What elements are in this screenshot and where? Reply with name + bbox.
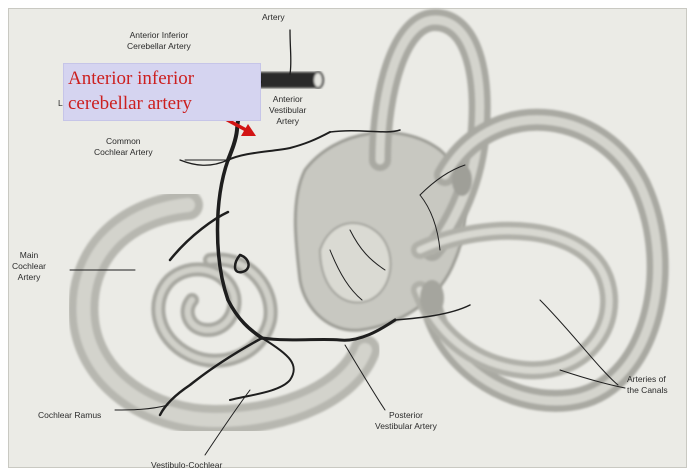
highlight-callout-text: Anterior inferior cerebellar artery: [68, 66, 194, 116]
label-labyrinthine-partial: L: [58, 98, 63, 109]
label-posterior-vestibular-artery: Posterior Vestibular Artery: [375, 410, 437, 432]
label-arteries-of-the-canals: Arteries of the Canals: [627, 374, 668, 396]
label-anterior-inferior-cerebellar-artery: Anterior Inferior Cerebellar Artery: [127, 30, 191, 52]
label-main-cochlear-artery: Main Cochlear Artery: [12, 250, 46, 283]
label-common-cochlear-artery: Common Cochlear Artery: [94, 136, 153, 158]
label-vestibulo-cochlear: Vestibulo-Cochlear: [151, 460, 222, 471]
highlight-callout-box: Anterior inferior cerebellar artery: [64, 64, 260, 120]
label-artery: Artery: [262, 12, 285, 23]
label-anterior-vestibular-artery: Anterior Vestibular Artery: [269, 94, 306, 127]
label-cochlear-ramus: Cochlear Ramus: [38, 410, 101, 421]
